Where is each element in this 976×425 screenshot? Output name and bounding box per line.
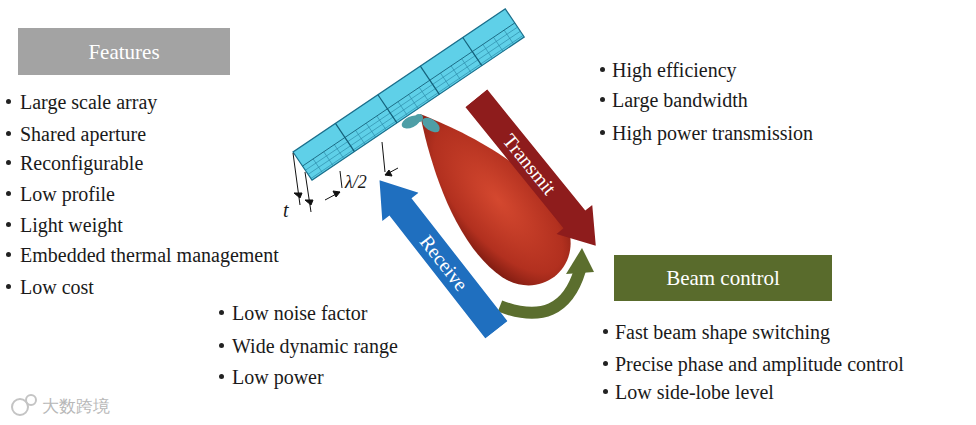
watermark: 大数跨境 (42, 394, 110, 418)
thickness-dimension (293, 153, 313, 212)
feature-item: Low cost (20, 275, 94, 299)
bullet-dot (603, 329, 608, 334)
side-lobe (400, 113, 423, 131)
bullet-dot (6, 252, 11, 257)
bullet-dot (603, 361, 608, 366)
feature-item: Shared aperture (20, 122, 146, 146)
bullet-dot (219, 374, 224, 379)
feature-item: High efficiency (612, 58, 737, 82)
beam-control-header: Beam control (614, 255, 832, 301)
feature-item: Large scale array (20, 90, 157, 114)
side-lobe (420, 115, 443, 135)
bullet-dot (219, 343, 224, 348)
bullet-dot (603, 389, 608, 394)
feature-item: High power transmission (612, 121, 813, 145)
feature-item: Large bandwidth (612, 88, 748, 112)
feature-item: Precise phase and amplitude control (615, 352, 904, 376)
spacing-label: λ/2 (345, 170, 367, 194)
bullet-dot (219, 310, 224, 315)
bullet-dot (6, 99, 11, 104)
bullet-dot (6, 284, 11, 289)
bullet-dot (600, 67, 605, 72)
feature-item: Low side-lobe level (615, 380, 774, 404)
feature-item: Low power (232, 365, 324, 389)
bullet-dot (600, 130, 605, 135)
bullet-dot (6, 191, 11, 196)
thickness-label: t (283, 198, 289, 222)
bullet-dot (600, 97, 605, 102)
features-header: Features (18, 28, 230, 75)
node-text: Beam control (666, 266, 780, 290)
feature-item: Reconfigurable (20, 151, 143, 175)
feature-item: Embedded thermal management (20, 243, 279, 267)
bullet-dot (6, 131, 11, 136)
side-lobe (415, 114, 423, 122)
bullet-dot (6, 160, 11, 165)
node-text: Features (88, 40, 159, 64)
feature-item: Light weight (20, 213, 123, 237)
bullet-dot (6, 222, 11, 227)
beam-control-arrow (500, 270, 580, 313)
feature-item: Low profile (20, 182, 115, 206)
node-text: Receive (415, 230, 474, 296)
feature-item: Wide dynamic range (232, 334, 398, 358)
feature-item: Low noise factor (232, 301, 368, 325)
watermark-logo (12, 395, 36, 415)
feature-item: Fast beam shape switching (615, 320, 830, 344)
beam-control-arrowhead (566, 248, 594, 274)
